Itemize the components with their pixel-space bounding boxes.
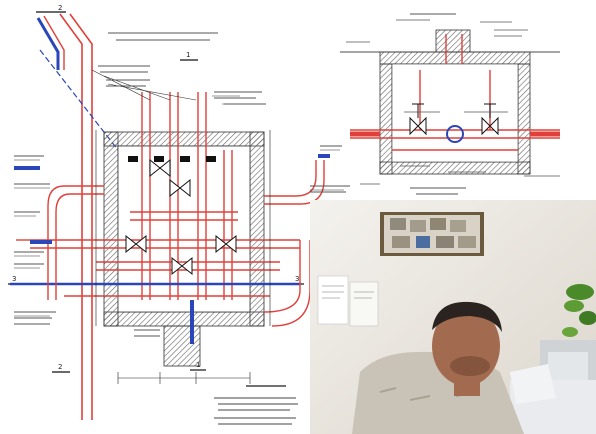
section-marker-1-top: 1 xyxy=(180,51,198,61)
valves xyxy=(125,158,237,276)
vertical-risers xyxy=(141,92,233,300)
person xyxy=(352,301,524,434)
section-title-block xyxy=(410,13,466,195)
dimension-lines xyxy=(95,130,271,384)
svg-text:2: 2 xyxy=(58,363,62,371)
curved-pipes-left xyxy=(16,185,104,300)
plant xyxy=(562,284,596,337)
annotation-leaders xyxy=(14,69,344,317)
office-photo xyxy=(310,200,596,434)
section-view-drawing xyxy=(340,13,560,195)
wall-papers xyxy=(317,275,379,327)
notes-block xyxy=(214,385,298,425)
curved-pipes-right xyxy=(263,160,325,327)
section-annotations xyxy=(346,19,560,185)
paper-sheet xyxy=(510,364,556,404)
fittings xyxy=(128,156,216,162)
svg-text:3: 3 xyxy=(295,275,299,283)
svg-text:1: 1 xyxy=(186,51,190,59)
plan-title-block xyxy=(108,32,218,41)
svg-text:3: 3 xyxy=(12,275,16,283)
section-chamber-walls xyxy=(379,29,531,175)
section-valves xyxy=(409,103,499,136)
section-marker-3-left: 3 xyxy=(8,275,22,285)
plan-view-drawing: 2 1 3 3 2 1 xyxy=(8,4,350,425)
section-marker-2-top: 2 xyxy=(36,4,66,13)
section-pipes xyxy=(350,34,560,151)
section-marker-2-bottom: 2 xyxy=(52,363,70,373)
blue-pipe-stubs xyxy=(14,154,330,344)
svg-text:2: 2 xyxy=(58,4,62,12)
wall-frame xyxy=(380,212,484,256)
annotation-text-lines xyxy=(14,65,350,337)
diagonal-pipes xyxy=(36,13,119,420)
section-marker-3-right: 3 xyxy=(290,275,304,285)
